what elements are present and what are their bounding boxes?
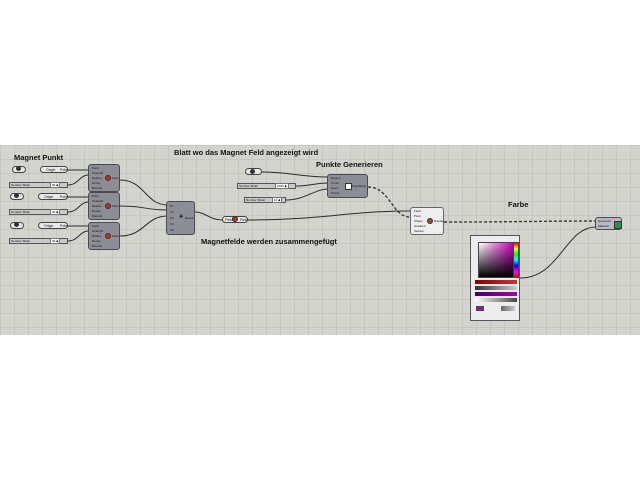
label-blatt: Blatt wo das Magnet Feld angezeigt wird [174,148,319,157]
wire [285,188,329,201]
wire-data-tree [367,186,411,218]
magnet-icon [105,233,111,239]
magnet-icon [105,203,111,209]
colour-bar-4[interactable] [475,298,517,302]
field-icon [232,216,238,222]
grasshopper-canvas[interactable]: Magnet Punkt Blatt wo das Magnet Feld an… [0,145,640,335]
label-magnetfelde: Magnetfelde werden zusammengefügt [201,237,337,246]
populate-2d-component[interactable]: Region Count Seed Points Population [327,174,368,198]
wire [119,215,169,237]
point-icon [14,222,19,227]
wire [119,205,169,211]
colour-bar-3[interactable] [475,292,517,296]
point-charge-component-2[interactable]: Point Strength Radius Decay Bounds Field [88,192,120,220]
wire [295,182,329,187]
merge-icon: ✚ [179,214,184,220]
colour-square[interactable] [478,242,514,278]
wire [67,230,89,242]
preview-icon [614,221,622,229]
label-punkte-generieren: Punkte Generieren [316,160,383,169]
point-charge-component-1[interactable]: Point Strength Radius Decay Bounds Field [88,164,120,192]
wire [119,179,169,206]
field-display-icon [427,218,433,224]
magnet-icon [105,175,111,181]
colour-sample-2[interactable] [501,306,515,311]
merge-fields-component[interactable]: F1 F2 F3 F4 F5 ✚ Result [166,201,195,235]
custom-preview-component[interactable]: Geometry Material [595,217,622,230]
wire-data-tree [443,220,597,223]
colour-sample-1[interactable] [476,306,484,311]
hue-strip[interactable] [513,242,519,278]
colour-bar-2[interactable] [475,286,517,290]
colour-bar-1[interactable] [475,280,517,284]
wire [67,201,89,213]
wire [194,211,223,221]
point-icon [250,169,255,174]
field-display-component[interactable]: Field Point Shape Gradient Section Displ… [410,207,444,235]
label-farbe: Farbe [508,200,529,209]
point-icon [16,166,21,171]
wire [247,210,411,221]
wire [261,171,329,178]
point-icon [14,193,19,198]
wire [519,226,597,279]
wires-layer [67,169,597,279]
point-charge-component-3[interactable]: Point Strength Radius Decay Bounds Field [88,222,120,250]
populate-icon [345,183,352,190]
wire [67,174,89,186]
label-magnet-punkt: Magnet Punkt [14,153,64,162]
colour-picker-panel[interactable] [470,235,520,321]
